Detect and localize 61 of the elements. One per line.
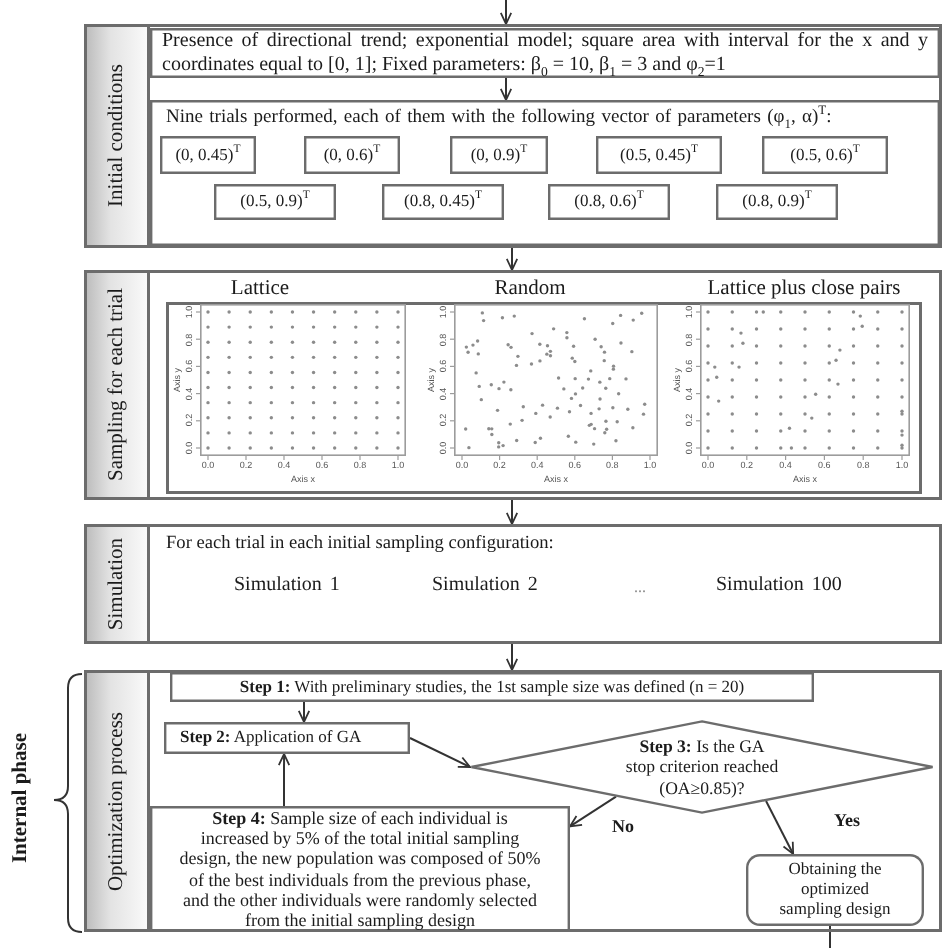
parameter-box	[762, 136, 888, 174]
plot-title: Random	[494, 278, 566, 302]
edge-label: No	[610, 818, 636, 838]
step-text: Step 1: With preliminary studies, the 1st sample size was defined (n = 20)	[239, 677, 745, 697]
arrow	[765, 800, 795, 855]
parameter-text: (0.5, 0.9)$^{T}$	[240, 192, 310, 212]
process-box	[164, 722, 410, 754]
step-text: Step 2: Application of GA	[180, 728, 362, 748]
parameter-box	[214, 184, 336, 220]
step-text: Step 4: Sample size of each individual is increased by 5% of the total initial sampling design, the new population was composed of 50% of the best individuals from the previous phase, and the other individuals were randomly selected from the initial sampling design	[178, 808, 542, 930]
parameter-text: (0.8, 0.45)$^{T}$	[404, 192, 482, 212]
parameter-text: (0, 0.45)$^{T}$	[175, 145, 241, 165]
section-panel	[84, 24, 942, 248]
section-title: Optimization process	[105, 711, 129, 891]
parameter-box	[160, 136, 256, 174]
connector-line	[829, 925, 831, 948]
arrow	[499, 77, 513, 101]
section-title: Sampling for each trial	[105, 288, 129, 482]
body-text: Presence of directional trend; exponential model; square area with interval for the x and y coordinates equal to [0, 1]; Fixed parameters: β$_{0}$ = 10, β$_{1}$ = 3 and φ$_{2}$=1	[162, 30, 928, 76]
phase-label: Internal phase	[10, 732, 34, 864]
arrow	[499, 0, 513, 25]
parameter-box	[716, 184, 838, 220]
section-panel	[84, 524, 942, 644]
parameter-box	[450, 136, 548, 174]
process-box	[170, 672, 814, 702]
terminal-box	[746, 854, 924, 926]
parameter-text: (0.5, 0.6)$^{T}$	[790, 145, 860, 165]
body-text: Nine trials performed, each of them with the following vector of parameters (φ$_{1}$, α)$^{T}$:	[166, 108, 834, 130]
arrow	[569, 795, 617, 828]
panel-text: For each trial in each initial sampling configuration:	[166, 534, 554, 556]
parameter-box	[548, 184, 670, 220]
parameter-text: (0, 0.6)$^{T}$	[323, 145, 381, 165]
step-text: Obtaining the optimized sampling design	[777, 860, 893, 920]
process-box	[150, 100, 940, 246]
arrow	[297, 701, 311, 723]
section-panel	[84, 670, 942, 932]
parameter-text: (0.8, 0.6)$^{T}$	[574, 192, 644, 212]
parameter-box	[304, 136, 400, 174]
step-text: Step 3: Is the GA stop criterion reached (OA≥0.85)?	[624, 736, 780, 798]
process-box	[150, 806, 570, 932]
parameter-text: (0, 0.9)$^{T}$	[470, 145, 528, 165]
plot-title: Lattice plus close pairs	[707, 278, 901, 302]
simulation-label: Simulation 2	[432, 574, 538, 597]
simulation-label: Simulation 1	[234, 574, 340, 597]
simulation-label: Simulation 100	[716, 574, 842, 597]
decision-diamond	[470, 720, 934, 814]
parameter-text: (0.8, 0.9)$^{T}$	[742, 192, 812, 212]
arrow	[409, 737, 471, 768]
arrow	[277, 753, 291, 807]
section-title: Initial conditions	[105, 64, 129, 208]
parameter-text: (0.5, 0.45)$^{T}$	[620, 145, 698, 165]
arrow	[505, 247, 519, 271]
parameter-box	[596, 136, 722, 174]
arrow	[505, 499, 519, 525]
section-panel	[84, 270, 942, 500]
section-title: Simulation	[105, 537, 129, 631]
edge-label: Yes	[832, 812, 862, 832]
parameter-box	[382, 184, 504, 220]
arrow	[505, 643, 519, 671]
ellipsis-text: ...	[634, 578, 646, 597]
plot-title: Lattice	[230, 278, 290, 302]
